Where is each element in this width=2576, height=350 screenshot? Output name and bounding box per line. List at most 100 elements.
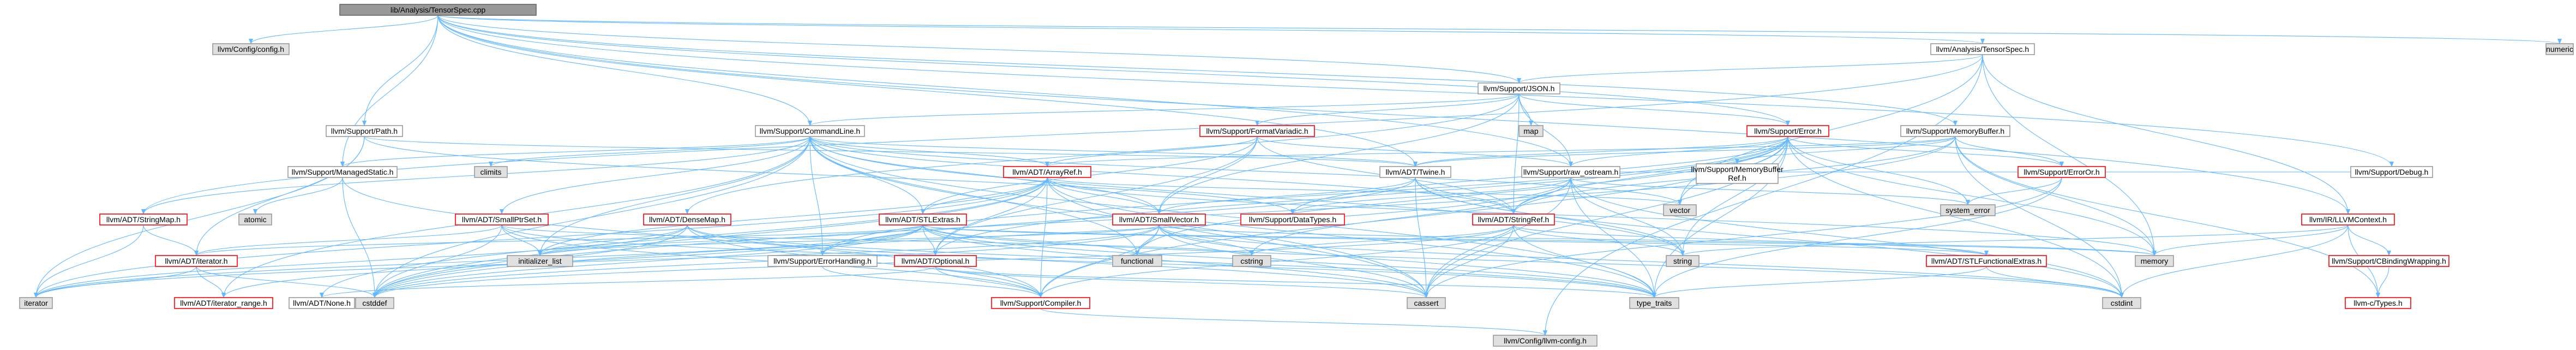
edge-erroror-to-typetraits bbox=[1652, 177, 2062, 298]
edge-smallptrset-to-typetraits bbox=[501, 224, 1656, 298]
node-compiler[interactable]: llvm/Support/Compiler.h bbox=[991, 297, 1090, 309]
node-label: llvm/Support/raw_ostream.h bbox=[1523, 168, 1618, 176]
node-config: llvm/Config/config.h bbox=[212, 43, 290, 55]
node-debug[interactable]: llvm/Support/Debug.h bbox=[2350, 166, 2433, 178]
node-label: llvm/Support/MemoryBuffer bbox=[1691, 165, 1784, 174]
node-box bbox=[2301, 213, 2395, 226]
node-memorybuffer[interactable]: llvm/Support/MemoryBuffer.h bbox=[1900, 125, 2010, 137]
node-densemap[interactable]: llvm/ADT/DenseMap.h bbox=[643, 213, 731, 226]
node-cmdline[interactable]: llvm/Support/CommandLine.h bbox=[755, 125, 865, 137]
node-box bbox=[174, 297, 273, 309]
node-path[interactable]: llvm/Support/Path.h bbox=[326, 125, 403, 137]
node-box bbox=[1003, 166, 1091, 178]
node-label: llvm/Support/CBindingWrapping.h bbox=[2332, 257, 2446, 265]
node-root[interactable]: lib/Analysis/TensorSpec.cpp bbox=[339, 4, 537, 16]
edge-stlextras-to-stlfunc bbox=[922, 224, 1989, 256]
node-erroror[interactable]: llvm/Support/ErrorOr.h bbox=[2017, 166, 2106, 178]
node-cstdint: cstdint bbox=[2102, 297, 2141, 309]
node-systemerror: system_error bbox=[1940, 204, 1996, 216]
edge-errorhandling-to-compiler bbox=[822, 266, 1043, 298]
node-box bbox=[1900, 125, 2010, 137]
node-rawostream[interactable]: llvm/Support/raw_ostream.h bbox=[1521, 166, 1620, 178]
node-box bbox=[2328, 255, 2449, 267]
node-box bbox=[767, 255, 878, 267]
node-iterator_std: iterator bbox=[19, 297, 53, 309]
node-iterrange[interactable]: llvm/ADT/iterator_range.h bbox=[174, 297, 273, 309]
node-optional[interactable]: llvm/ADT/Optional.h bbox=[894, 255, 977, 267]
edge-root-to-managedstatic bbox=[340, 15, 439, 167]
edge-stlfunc-to-cstdint bbox=[1986, 266, 2124, 298]
edge-erroror-to-systemerror bbox=[1966, 177, 2062, 205]
edge-cmdline-to-arrayref bbox=[809, 136, 1049, 167]
node-numeric: numeric bbox=[2545, 43, 2574, 55]
node-stringref[interactable]: llvm/ADT/StringRef.h bbox=[1472, 213, 1555, 226]
node-datatypes[interactable]: llvm/Support/DataTypes.h bbox=[1240, 213, 1345, 226]
edge-stlextras-to-iterrange bbox=[221, 224, 923, 298]
edge-formatvariadic-to-rawostream bbox=[1257, 136, 1573, 167]
node-error[interactable]: llvm/Support/Error.h bbox=[1746, 125, 1829, 137]
edge-llvmcontext-to-cstdint bbox=[2119, 224, 2349, 298]
edge-densemap-to-cassert bbox=[687, 224, 1428, 298]
node-label: llvm/ADT/STLFunctionalExtras.h bbox=[1931, 257, 2041, 265]
node-smallptrset[interactable]: llvm/ADT/SmallPtrSet.h bbox=[455, 213, 549, 226]
node-label: llvm/ADT/ArrayRef.h bbox=[1012, 168, 1082, 176]
node-iterator[interactable]: llvm/ADT/iterator.h bbox=[155, 255, 238, 267]
node-box bbox=[507, 255, 573, 267]
node-smallvector[interactable]: llvm/ADT/SmallVector.h bbox=[1112, 213, 1206, 226]
node-label: llvm/ADT/STLExtras.h bbox=[885, 215, 960, 224]
node-box bbox=[2102, 297, 2141, 309]
node-label: llvm/ADT/SmallPtrSet.h bbox=[462, 215, 542, 224]
node-arrayref[interactable]: llvm/ADT/ArrayRef.h bbox=[1003, 166, 1091, 178]
edges-layer bbox=[34, 15, 2561, 336]
edge-stringref-to-stlfunc bbox=[1513, 224, 1989, 256]
edge-memorybuffer-to-erroror bbox=[1955, 136, 2064, 167]
node-ctypes[interactable]: llvm-c/Types.h bbox=[2345, 297, 2411, 309]
node-box bbox=[2135, 255, 2174, 267]
edge-managedstatic-to-atomic bbox=[253, 177, 343, 215]
node-tensorspec[interactable]: llvm/Analysis/TensorSpec.h bbox=[1930, 43, 2035, 55]
node-none[interactable]: llvm/ADT/None.h bbox=[289, 297, 355, 309]
node-errorhandling[interactable]: llvm/Support/ErrorHandling.h bbox=[767, 255, 878, 267]
node-label: iterator bbox=[24, 299, 48, 307]
node-stringmap[interactable]: llvm/ADT/StringMap.h bbox=[99, 213, 188, 226]
node-label: llvm/ADT/Optional.h bbox=[902, 257, 969, 265]
edge-stlextras-to-cassert bbox=[922, 224, 1428, 298]
node-cbinding[interactable]: llvm/Support/CBindingWrapping.h bbox=[2328, 255, 2449, 267]
node-cassert: cassert bbox=[1407, 297, 1446, 309]
node-formatvariadic[interactable]: llvm/Support/FormatVariadic.h bbox=[1199, 125, 1315, 137]
node-llvmcontext[interactable]: llvm/IR/LLVMContext.h bbox=[2301, 213, 2395, 226]
node-box bbox=[1666, 255, 1700, 267]
node-stlfunc[interactable]: llvm/ADT/STLFunctionalExtras.h bbox=[1926, 255, 2047, 267]
node-box bbox=[755, 125, 865, 137]
node-label: initializer_list bbox=[518, 257, 561, 265]
node-json[interactable]: llvm/Support/JSON.h bbox=[1478, 82, 1560, 94]
node-stlextras[interactable]: llvm/ADT/STLExtras.h bbox=[879, 213, 967, 226]
node-label: climits bbox=[481, 168, 502, 176]
edge-memorybuffer-to-arrayref bbox=[1045, 136, 1956, 167]
node-label: llvm/Support/FormatVariadic.h bbox=[1206, 127, 1308, 135]
edge-stlfunc-to-typetraits bbox=[1652, 266, 1987, 298]
node-label: llvm/Support/Path.h bbox=[331, 127, 398, 135]
edge-cmdline-to-cstddef bbox=[373, 136, 810, 298]
edge-json-to-densemap bbox=[685, 93, 1520, 215]
edge-root-to-path bbox=[362, 15, 439, 126]
node-memory: memory bbox=[2135, 255, 2174, 267]
edge-twine-to-stringref bbox=[1415, 177, 1516, 215]
node-managedstatic[interactable]: llvm/Support/ManagedStatic.h bbox=[287, 166, 398, 178]
node-box bbox=[1926, 255, 2047, 267]
node-label: llvm/Support/ErrorHandling.h bbox=[773, 257, 872, 265]
node-box bbox=[1112, 213, 1206, 226]
edge-optional-to-compiler bbox=[935, 266, 1043, 298]
node-cstring: cstring bbox=[1232, 255, 1271, 267]
node-twine[interactable]: llvm/ADT/Twine.h bbox=[1379, 166, 1451, 178]
edge-error-to-typetraits bbox=[1652, 136, 1788, 298]
node-label: map bbox=[1523, 127, 1538, 135]
node-label: atomic bbox=[244, 215, 266, 224]
node-label: llvm/Support/MemoryBuffer.h bbox=[1906, 127, 2004, 135]
node-label: vector bbox=[1670, 206, 1690, 215]
node-box bbox=[326, 125, 403, 137]
node-label: llvm/Support/Compiler.h bbox=[1000, 299, 1082, 307]
edge-rawostream-to-string bbox=[1570, 177, 1685, 256]
edge-optional-to-typetraits bbox=[935, 266, 1656, 298]
